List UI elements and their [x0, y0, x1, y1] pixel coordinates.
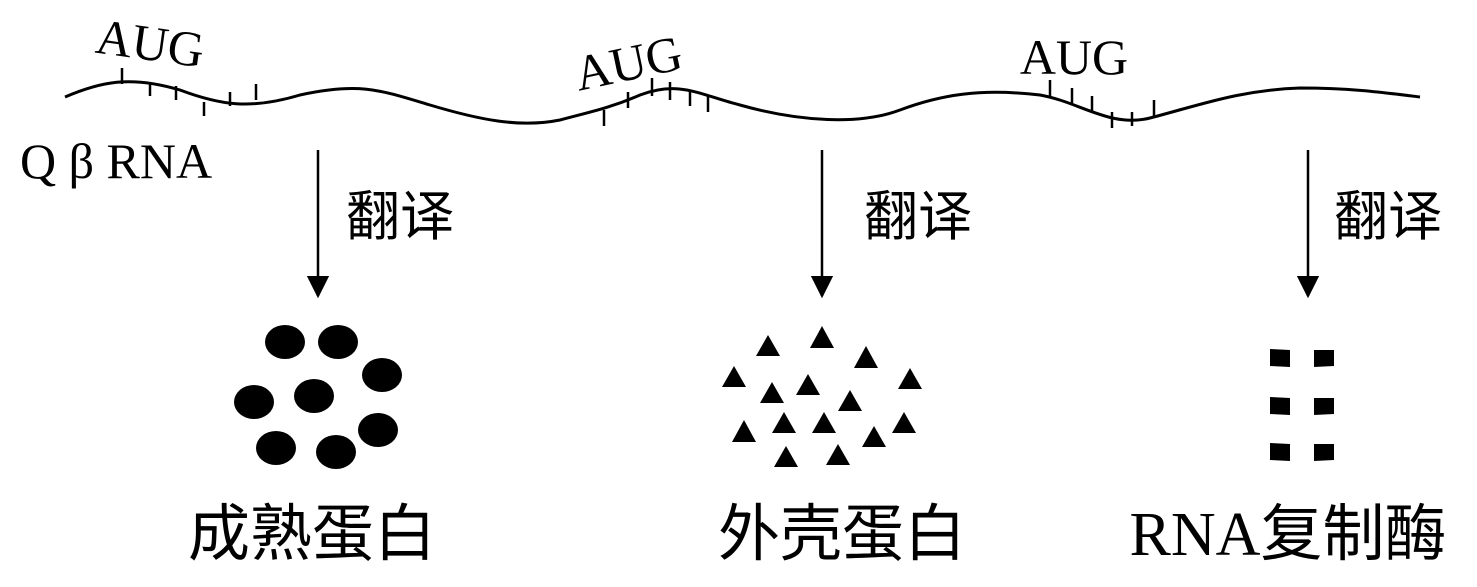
protein-triangle	[774, 446, 798, 467]
start-codon-label-3: AUG	[1020, 29, 1128, 85]
protein-triangle	[732, 420, 756, 442]
protein-square	[1270, 443, 1290, 461]
protein-square	[1270, 349, 1290, 367]
protein-triangle	[812, 412, 836, 433]
protein-triangle	[772, 412, 796, 433]
protein-triangle	[892, 412, 916, 433]
start-codon-label-1: AUG	[93, 8, 208, 79]
protein-circle	[256, 431, 296, 465]
coat-protein-cluster	[722, 326, 922, 467]
replicase-cluster	[1270, 349, 1334, 461]
protein-triangle	[756, 335, 780, 356]
translation-label-3: 翻译	[1334, 185, 1442, 248]
protein-circle	[358, 413, 398, 447]
product-label-coat-protein: 外壳蛋白	[718, 497, 966, 570]
protein-circle	[294, 379, 334, 413]
rna-label: Q β RNA	[20, 133, 212, 189]
rna-strand	[64, 80, 1421, 125]
translation-label-1: 翻译	[346, 185, 454, 248]
protein-circle	[316, 435, 356, 469]
codon-ticks-1	[120, 68, 258, 116]
product-label-mature-protein: 成熟蛋白	[188, 497, 436, 570]
protein-square	[1270, 397, 1290, 415]
protein-triangle	[760, 382, 784, 403]
protein-square	[1314, 398, 1334, 415]
protein-triangle	[898, 368, 922, 389]
protein-triangle	[826, 444, 850, 465]
mature-protein-cluster	[234, 325, 402, 469]
protein-circle	[234, 385, 274, 419]
protein-square	[1314, 444, 1334, 461]
protein-triangle	[796, 374, 820, 395]
protein-square	[1314, 350, 1334, 367]
protein-triangle	[810, 326, 834, 348]
protein-circle	[318, 325, 358, 359]
protein-triangle	[862, 426, 886, 447]
codon-ticks-2	[602, 78, 710, 126]
protein-triangle	[854, 346, 878, 368]
protein-triangle	[722, 366, 746, 387]
protein-circle	[362, 358, 402, 392]
protein-circle	[265, 325, 305, 359]
product-label-rna-replicase: RNA复制酶	[1130, 501, 1447, 569]
codon-ticks-3	[1048, 80, 1156, 128]
protein-triangle	[838, 390, 862, 411]
translation-label-2: 翻译	[864, 185, 972, 248]
